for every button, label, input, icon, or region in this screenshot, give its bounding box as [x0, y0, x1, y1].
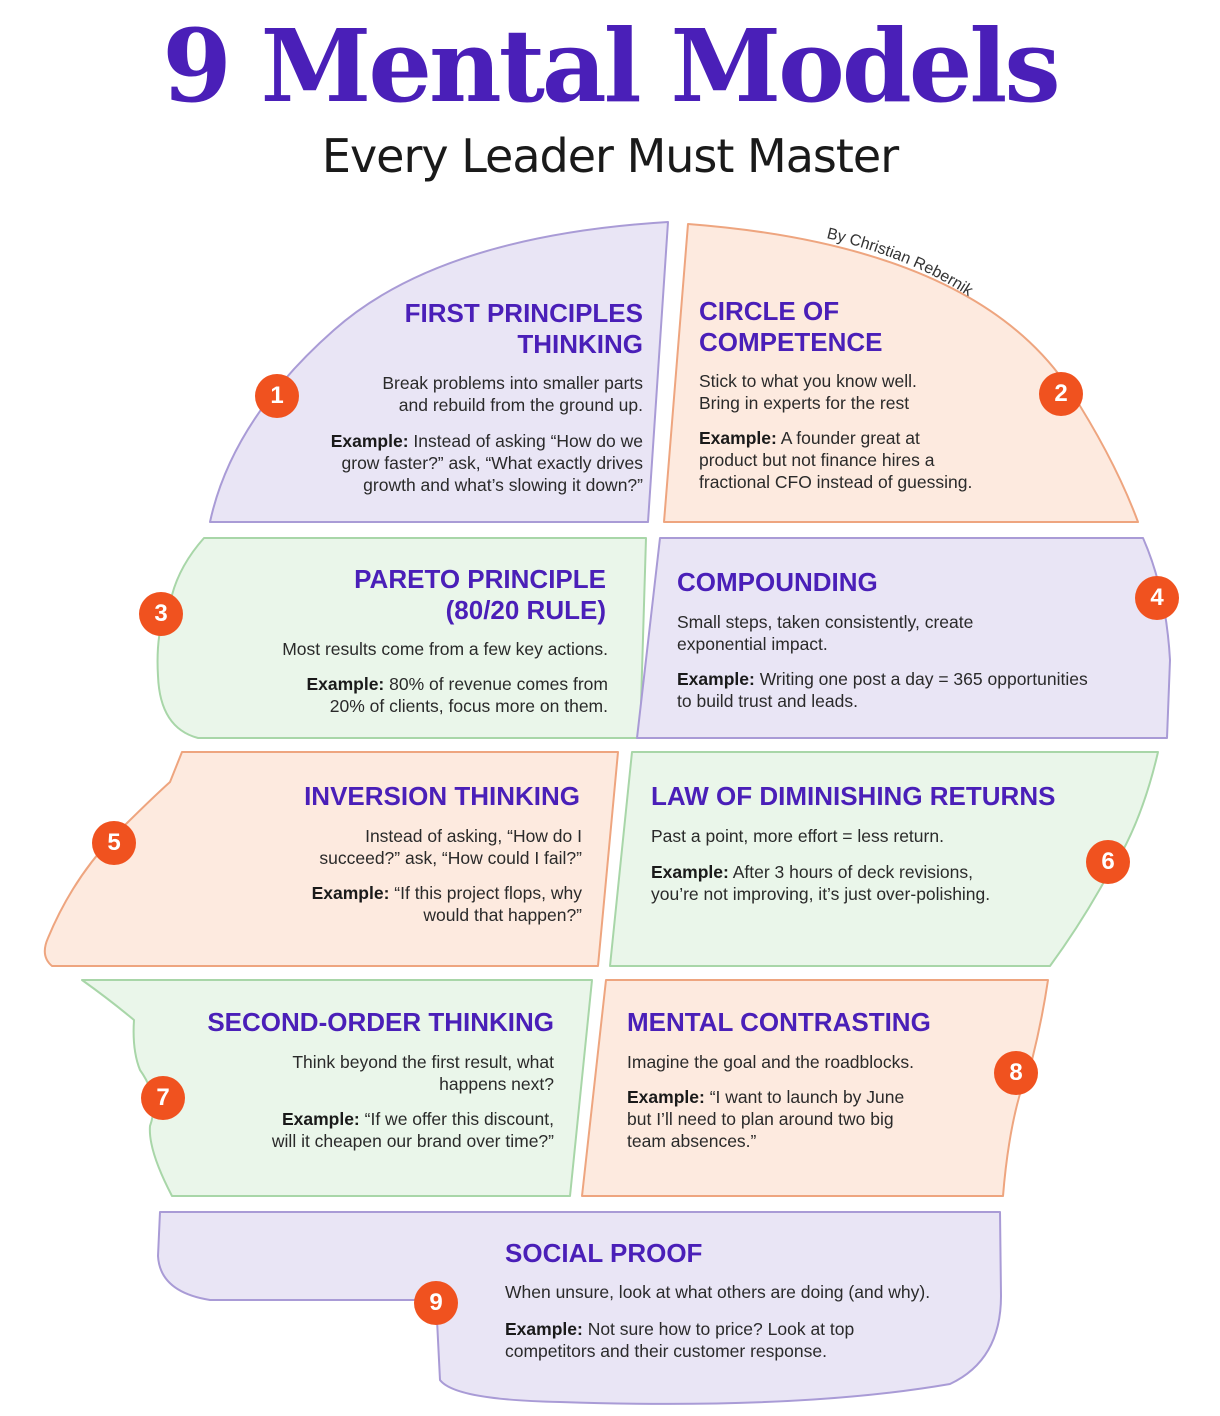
model-1-example: Example: Instead of asking “How do we gr… — [330, 431, 643, 495]
panel-shape-7 — [81, 979, 593, 1197]
model-2-example: Example: A founder great at product but … — [699, 428, 973, 492]
model-6-description: Past a point, more effort = less return. — [651, 826, 944, 846]
panel-shape-9 — [157, 1211, 1002, 1405]
model-4-number-badge: 4 — [1135, 576, 1179, 620]
panel-shape-2 — [663, 223, 1139, 523]
model-9-title: SOCIAL PROOF — [505, 1238, 703, 1268]
model-5-title: INVERSION THINKING — [304, 781, 580, 811]
panel-shape-3 — [156, 537, 647, 739]
model-8-description: Imagine the goal and the roadblocks. — [627, 1052, 914, 1072]
model-3-example: Example: 80% of revenue comes from 20% o… — [306, 674, 608, 716]
model-5-number-badge: 5 — [92, 821, 136, 865]
model-3-description: Most results come from a few key actions… — [282, 639, 608, 659]
model-2-description: Stick to what you know well.Bring in exp… — [699, 371, 917, 413]
model-1-number-badge: 1 — [255, 374, 299, 418]
page-title: 9 Mental Models — [162, 7, 1060, 125]
model-7-number-badge: 7 — [141, 1076, 185, 1120]
svg-text:By Christian Rebernik: By Christian Rebernik — [825, 225, 976, 300]
model-3-title: PARETO PRINCIPLE(80/20 RULE) — [354, 564, 606, 625]
model-6-example: Example: After 3 hours of deck revisions… — [651, 862, 991, 904]
model-9-example: Example: Not sure how to price? Look at … — [505, 1319, 855, 1361]
model-8-title: MENTAL CONTRASTING — [627, 1007, 931, 1037]
model-4-example: Example: Writing one post a day = 365 op… — [677, 669, 1088, 711]
model-3-number-badge: 3 — [139, 592, 183, 636]
model-9-description: When unsure, look at what others are doi… — [505, 1282, 931, 1302]
model-8-number-badge: 8 — [994, 1051, 1038, 1095]
model-5-example: Example: “If this project flops, why wou… — [311, 883, 582, 925]
model-9-number-badge: 9 — [414, 1281, 458, 1325]
byline-text: By Christian Rebernik — [825, 225, 976, 300]
model-7-title: SECOND-ORDER THINKING — [207, 1007, 554, 1037]
page-subtitle: Every Leader Must Master — [321, 129, 899, 183]
model-2-number-badge: 2 — [1039, 372, 1083, 416]
model-7-example: Example: “If we offer this discount, wil… — [271, 1109, 554, 1151]
panel-shape-5 — [43, 751, 619, 967]
model-4-title: COMPOUNDING — [677, 567, 878, 597]
model-8-example: Example: “I want to launch by June but I… — [627, 1087, 905, 1151]
model-6-number-badge: 6 — [1086, 840, 1130, 884]
panel-shape-1 — [209, 221, 669, 523]
model-6-title: LAW OF DIMINISHING RETURNS — [651, 781, 1056, 811]
